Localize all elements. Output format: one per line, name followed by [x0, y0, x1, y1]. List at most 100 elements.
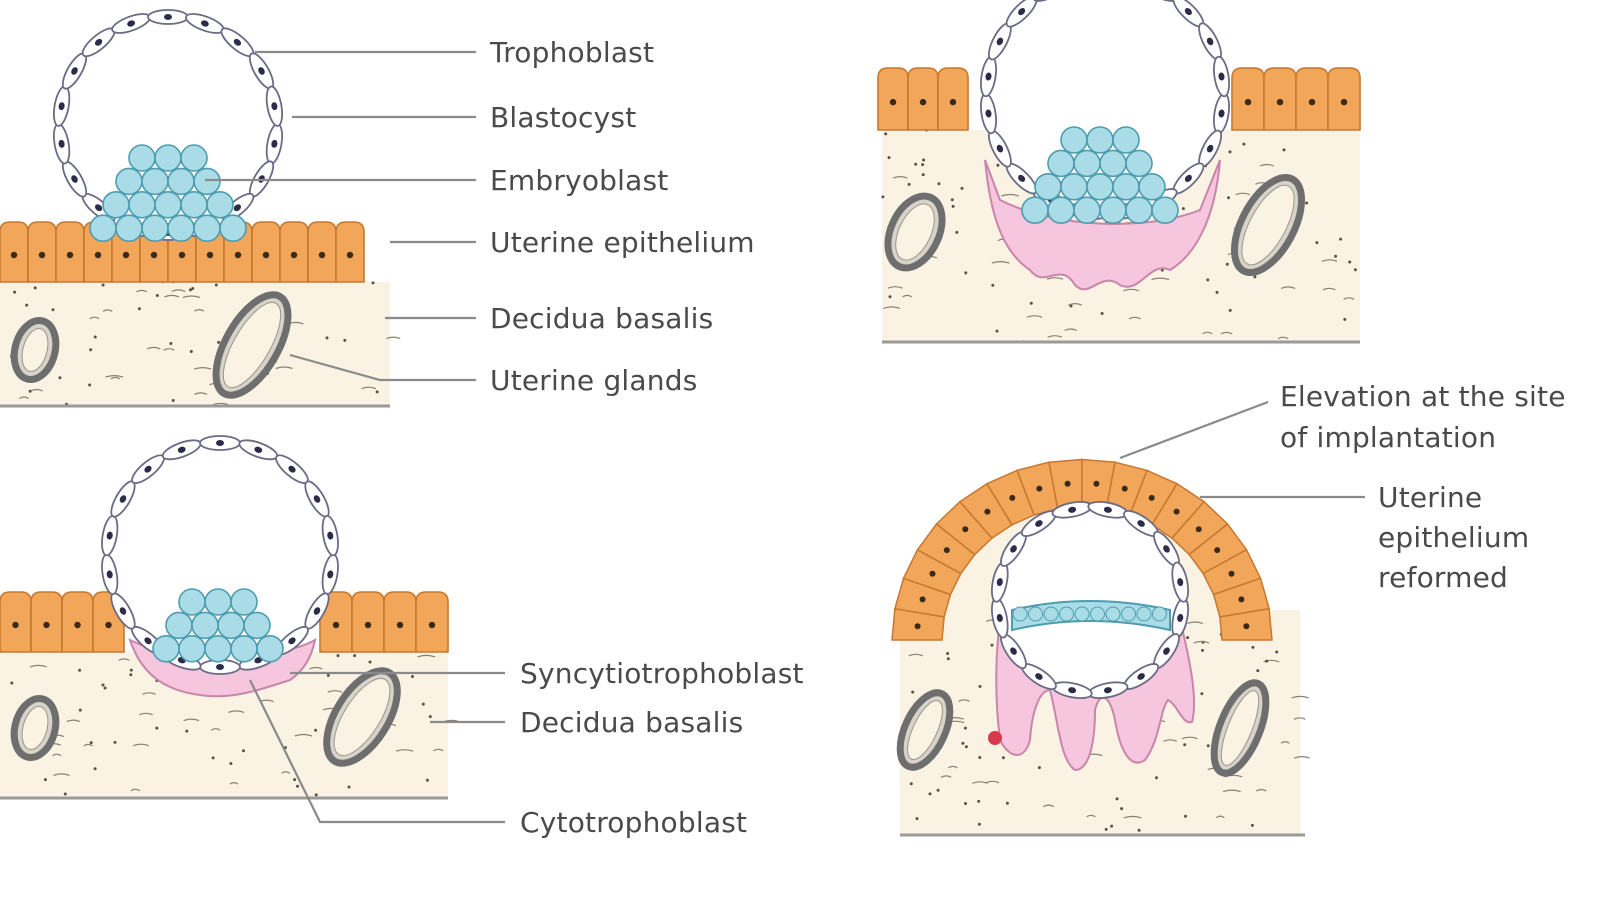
stroma-dash — [985, 780, 1000, 784]
stroma-dot — [1206, 278, 1210, 282]
trophoblast-nucleus — [271, 139, 278, 148]
embryoblast-cell — [1086, 126, 1114, 154]
trophoblast-nucleus — [985, 109, 992, 118]
embryoblast-cell — [178, 588, 206, 616]
stroma-dash — [1163, 739, 1178, 742]
stroma-dash — [887, 286, 903, 289]
epithelial-nucleus — [1308, 98, 1316, 106]
epithelial-nucleus — [396, 621, 404, 629]
stroma-dash — [130, 788, 141, 792]
panel3-embryoblast — [152, 588, 284, 663]
stroma-dash — [1187, 621, 1204, 625]
label-reformed-line3: reformed — [1378, 561, 1508, 594]
stroma-dash — [1001, 193, 1019, 197]
stroma-dash — [275, 366, 293, 370]
gland-lumen — [907, 700, 943, 760]
embryoblast-cell — [217, 611, 245, 640]
trophoblast-nucleus — [327, 531, 334, 540]
trophoblast-nucleus — [119, 495, 127, 503]
embryonic-disc-cell — [1059, 606, 1074, 622]
stroma-dash — [146, 346, 161, 350]
trophoblast-nucleus — [258, 67, 265, 75]
stroma-dot — [101, 283, 105, 287]
epithelial-nucleus — [66, 251, 74, 259]
gland-lumen — [21, 706, 49, 750]
stroma-dash — [1343, 297, 1355, 300]
label-elevation-line2: of implantation — [1280, 421, 1496, 454]
stroma-dash — [1046, 277, 1064, 280]
stroma-dot — [1242, 142, 1246, 146]
stroma-dot — [911, 690, 915, 694]
stroma-dash — [1086, 814, 1096, 818]
stroma-dash — [102, 309, 113, 312]
stroma-dash — [1128, 316, 1141, 320]
trophoblast-nucleus — [1206, 37, 1214, 46]
panel2-gland-left — [884, 192, 946, 272]
stroma-dot — [229, 762, 233, 765]
stroma-dash — [991, 261, 1010, 264]
trophoblast-nucleus — [1068, 687, 1077, 694]
embryoblast-cell — [128, 144, 156, 172]
embryoblast-cell — [1099, 196, 1127, 224]
epithelial-nucleus — [12, 621, 19, 629]
stroma-dot — [78, 668, 82, 672]
stroma-dot — [1256, 669, 1260, 673]
stroma-dash — [1293, 717, 1306, 720]
embryoblast-cell — [256, 634, 284, 663]
trophoblast-nucleus — [1163, 545, 1170, 553]
stroma-dot — [13, 290, 17, 294]
trophoblast-nucleus — [1018, 174, 1026, 182]
stroma-dot — [909, 782, 913, 786]
embryoblast-cell — [152, 634, 180, 663]
panel2-epithelium-left — [877, 67, 969, 131]
embryoblast-cell — [193, 214, 221, 242]
trophoblast-nucleus — [327, 570, 334, 579]
embryoblast-cell — [141, 214, 169, 242]
stroma-dash — [1123, 815, 1142, 819]
panel4-red-spot — [988, 731, 1002, 745]
embryoblast-cell — [1073, 196, 1101, 224]
stroma-dash — [136, 289, 148, 293]
stroma-dot — [964, 271, 968, 275]
embryoblast-cell — [243, 611, 271, 640]
stroma-dash — [142, 692, 157, 695]
gland-lumen — [222, 301, 282, 389]
trophoblast-nucleus — [254, 657, 263, 664]
trophoblast-nucleus — [254, 446, 263, 453]
panel1-stroma — [0, 280, 401, 406]
epithelial-nucleus — [949, 98, 957, 106]
stroma-dash — [138, 712, 153, 716]
epithelial-nucleus — [919, 596, 926, 603]
panel4-epithelium-arch — [891, 458, 1273, 641]
leader-cytotrophoblast — [249, 679, 505, 824]
epithelial-nucleus — [1036, 485, 1043, 492]
epithelial-nucleus — [262, 251, 270, 259]
stroma-dot — [961, 741, 965, 745]
epithelial-nucleus — [929, 570, 936, 577]
embryoblast-cell — [191, 611, 219, 640]
trophoblast-nucleus — [71, 175, 78, 183]
epithelial-nucleus — [914, 623, 921, 630]
stroma-dot — [101, 683, 105, 687]
embryoblast-cell — [193, 167, 221, 196]
stroma-dash — [947, 765, 958, 769]
panel2-blastocyst-cavity — [987, 0, 1223, 213]
stroma-dash — [433, 748, 444, 752]
trophoblast-nucleus — [144, 637, 152, 645]
stroma-dot — [169, 342, 173, 345]
stroma-dot — [951, 204, 955, 208]
panel3-gland-left — [10, 695, 60, 761]
stroma-dot — [242, 749, 245, 753]
label-elevation-line1: Elevation at the site — [1280, 380, 1566, 413]
stroma-dash — [883, 306, 901, 309]
epithelial-nucleus — [943, 547, 950, 554]
epithelial-nucleus — [43, 621, 50, 629]
embryoblast-cell — [230, 588, 258, 616]
epithelial-nucleus — [1121, 485, 1128, 492]
panel3-gland-right — [323, 667, 401, 767]
trophoblast-nucleus — [119, 607, 127, 615]
stroma-dot — [93, 335, 97, 339]
embryonic-disc-cell — [1152, 606, 1167, 622]
leader-elevation — [1119, 400, 1269, 460]
